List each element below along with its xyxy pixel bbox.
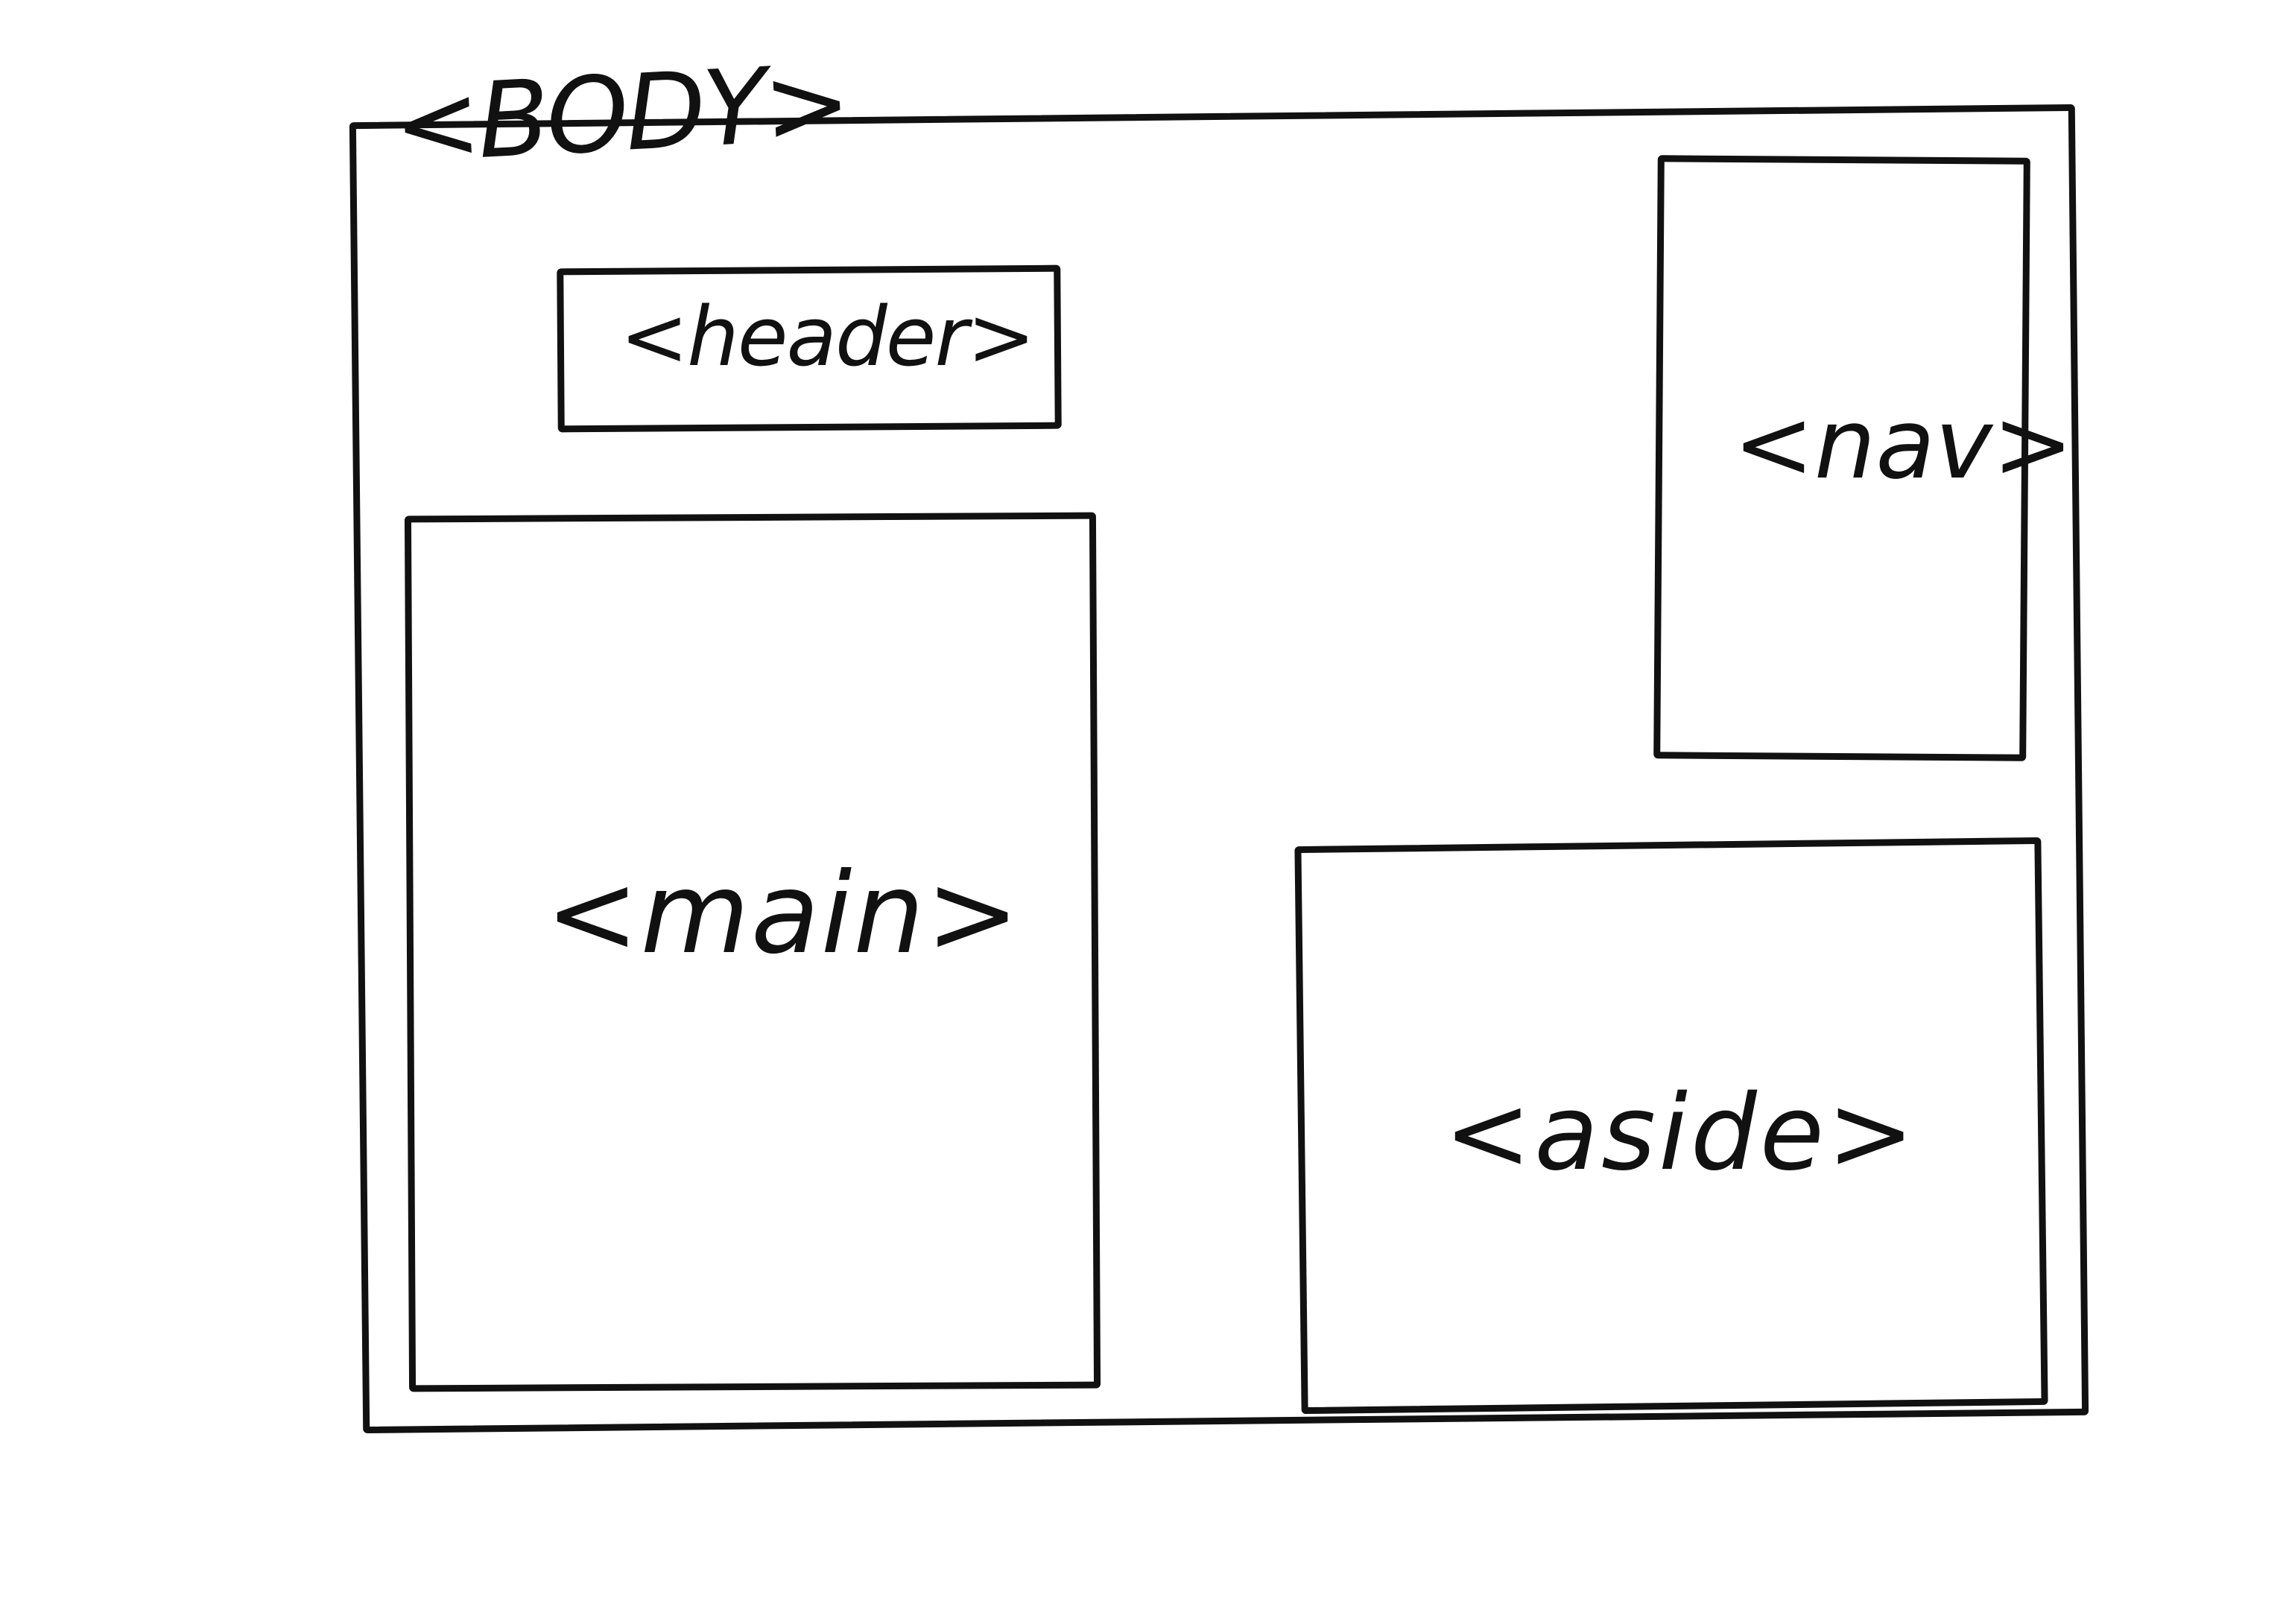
nav-region-label: <nav> — [1733, 387, 2074, 501]
aside-region-label: <aside> — [1444, 1073, 1918, 1194]
body-region-label: <BODY> — [390, 42, 852, 187]
main-region-label: <main> — [545, 849, 1022, 979]
header-region-label: <header> — [620, 289, 1036, 384]
